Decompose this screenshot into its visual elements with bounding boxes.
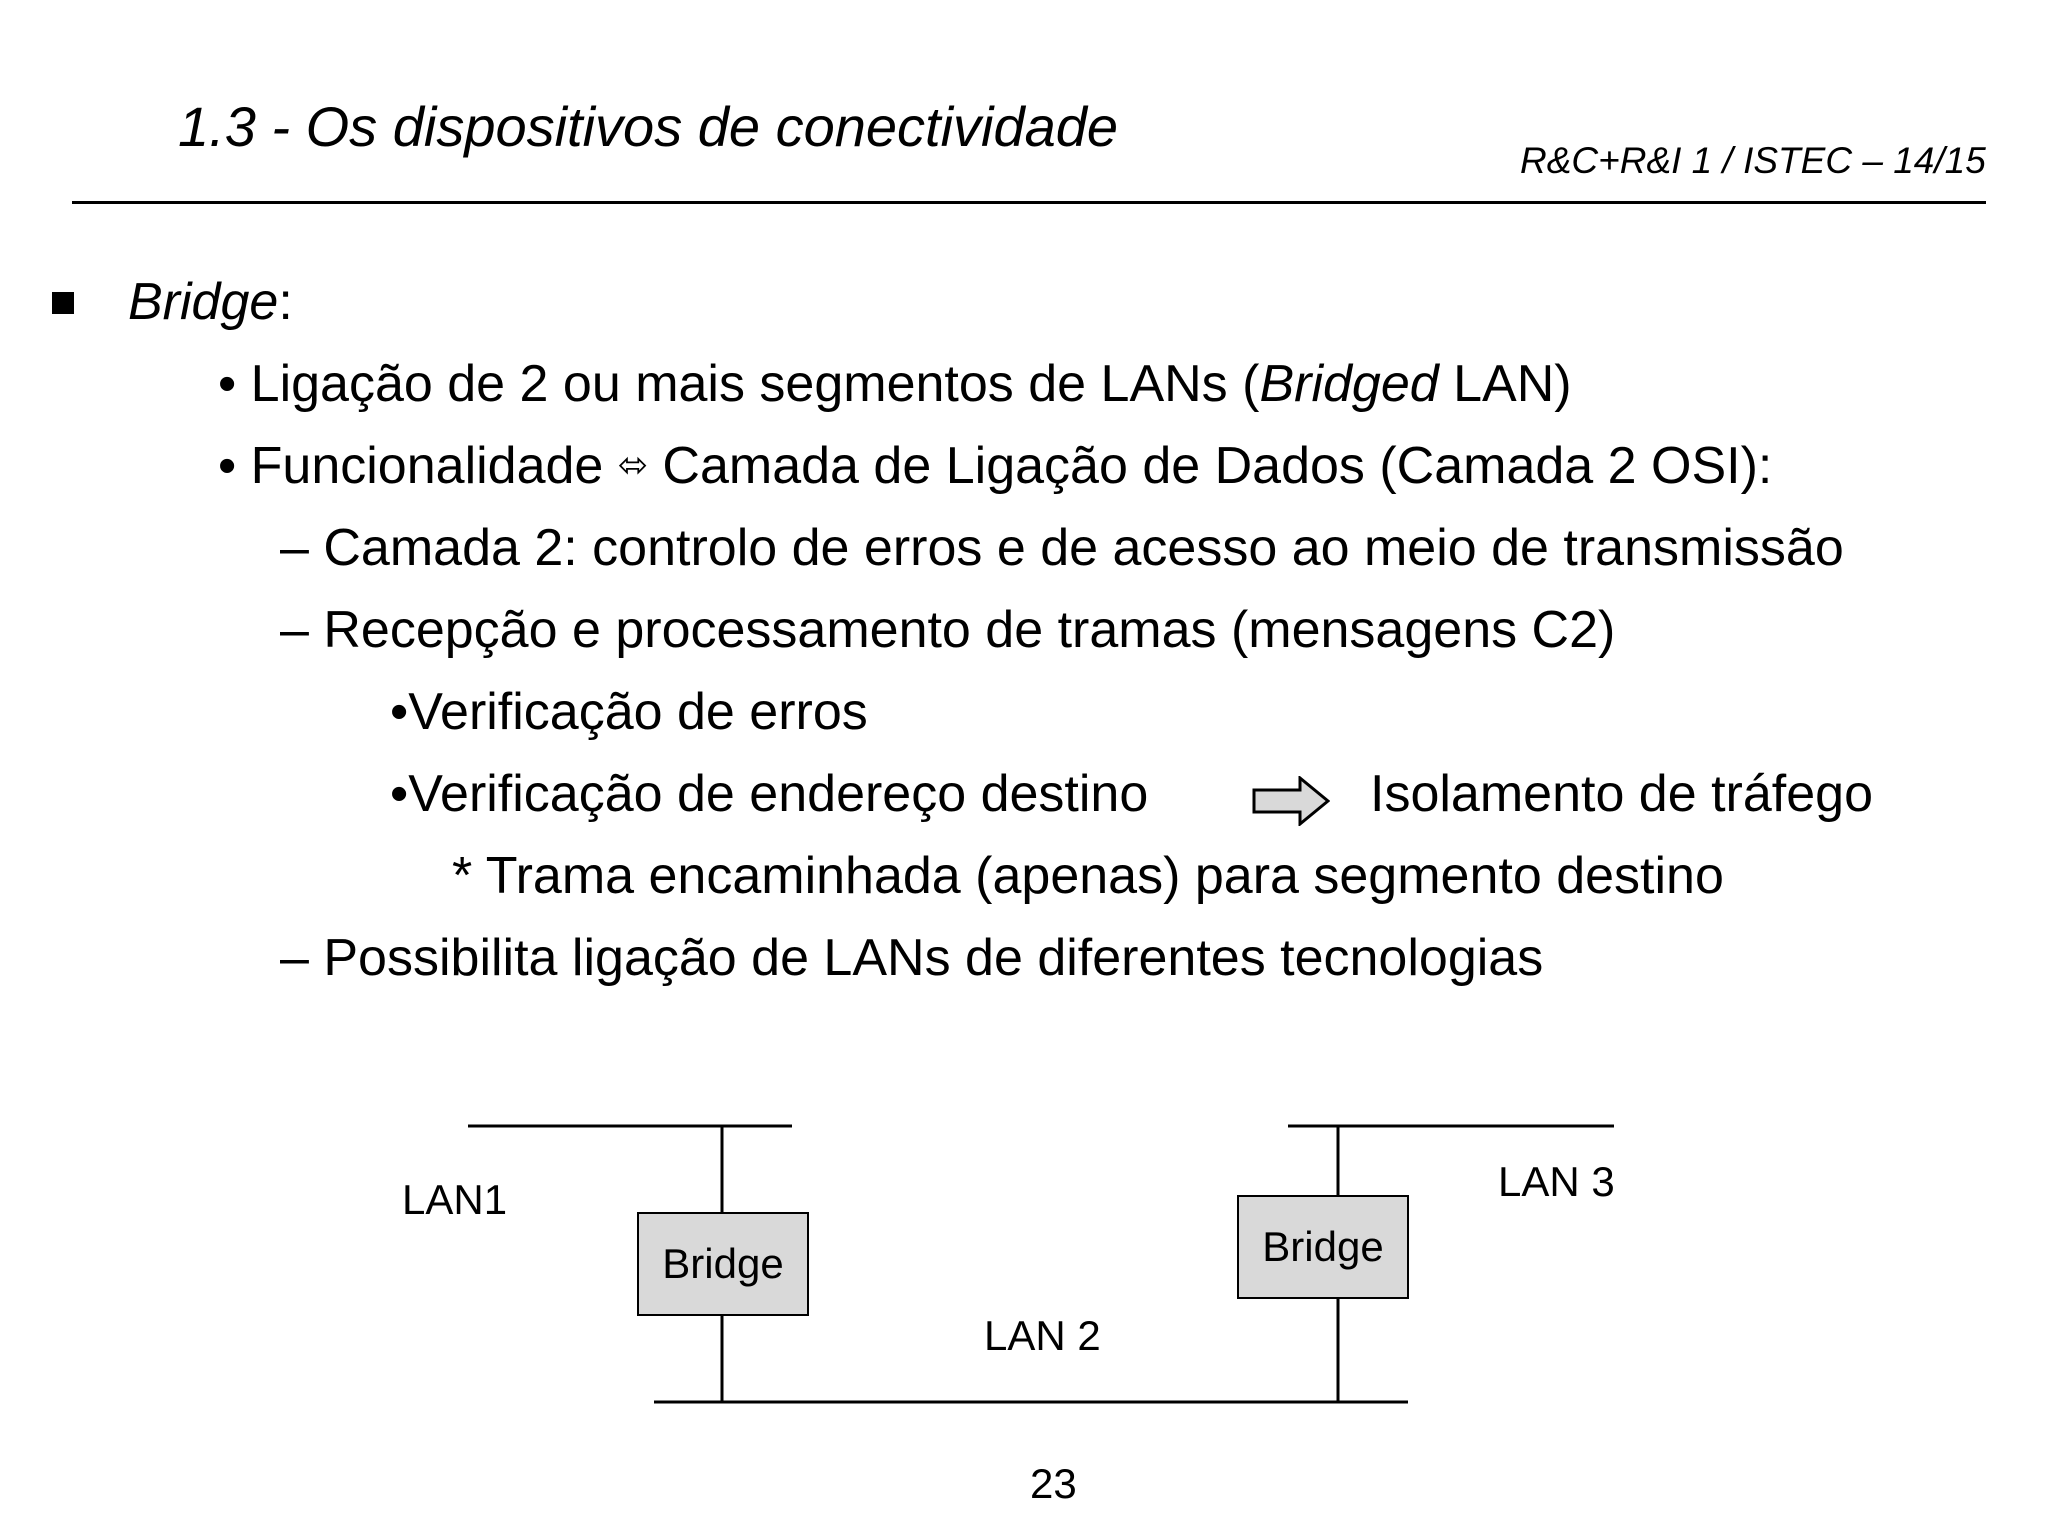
bullet-functionality: • Funcionalidade ⬄ Camada de Ligação de … bbox=[218, 436, 1772, 496]
forwarding-note: * Trama encaminhada (apenas) para segmen… bbox=[452, 847, 1724, 905]
bullet-text-end: Camada de Ligação de Dados (Camada 2 OSI… bbox=[647, 437, 1773, 495]
square-bullet-icon bbox=[52, 292, 74, 314]
slide-title: 1.3 - Os dispositivos de conectividade bbox=[178, 95, 1119, 158]
bullet-text: • Ligação de 2 ou mais segmentos de LANs… bbox=[218, 355, 1260, 413]
traffic-isolation-label: Isolamento de tráfego bbox=[1370, 765, 1873, 823]
topic-colon: : bbox=[278, 273, 293, 331]
sub-sub-item-errors: •Verificação de erros bbox=[390, 683, 868, 741]
sub-item-technologies: – Possibilita ligação de LANs de diferen… bbox=[280, 929, 1544, 987]
lan3-label: LAN 3 bbox=[1498, 1158, 1615, 1205]
sub-sub-item-address: •Verificação de endereço destino bbox=[390, 765, 1149, 823]
bullet-text: • Funcionalidade bbox=[218, 437, 618, 495]
bridge-left-box: Bridge bbox=[637, 1212, 809, 1316]
topic-term: Bridge bbox=[128, 273, 279, 331]
topic-heading: Bridge: bbox=[128, 272, 293, 332]
lan2-label: LAN 2 bbox=[984, 1312, 1101, 1359]
course-reference: R&C+R&I 1 / ISTEC – 14/15 bbox=[1520, 140, 1986, 181]
header-divider bbox=[72, 201, 1986, 204]
sub-item-layer2: – Camada 2: controlo de erros e de acess… bbox=[280, 519, 1844, 577]
lan1-label: LAN1 bbox=[402, 1176, 508, 1223]
bullet-text-end: LAN) bbox=[1438, 355, 1572, 413]
bullet-bridged-lan: • Ligação de 2 ou mais segmentos de LANs… bbox=[218, 354, 1572, 414]
right-arrow-icon bbox=[1252, 776, 1330, 826]
page-number: 23 bbox=[1030, 1460, 1077, 1507]
double-arrow-icon: ⬄ bbox=[617, 445, 648, 486]
sub-item-frames: – Recepção e processamento de tramas (me… bbox=[280, 601, 1616, 659]
bridge-right-box: Bridge bbox=[1237, 1195, 1409, 1299]
bullet-emphasis: Bridged bbox=[1259, 355, 1439, 413]
